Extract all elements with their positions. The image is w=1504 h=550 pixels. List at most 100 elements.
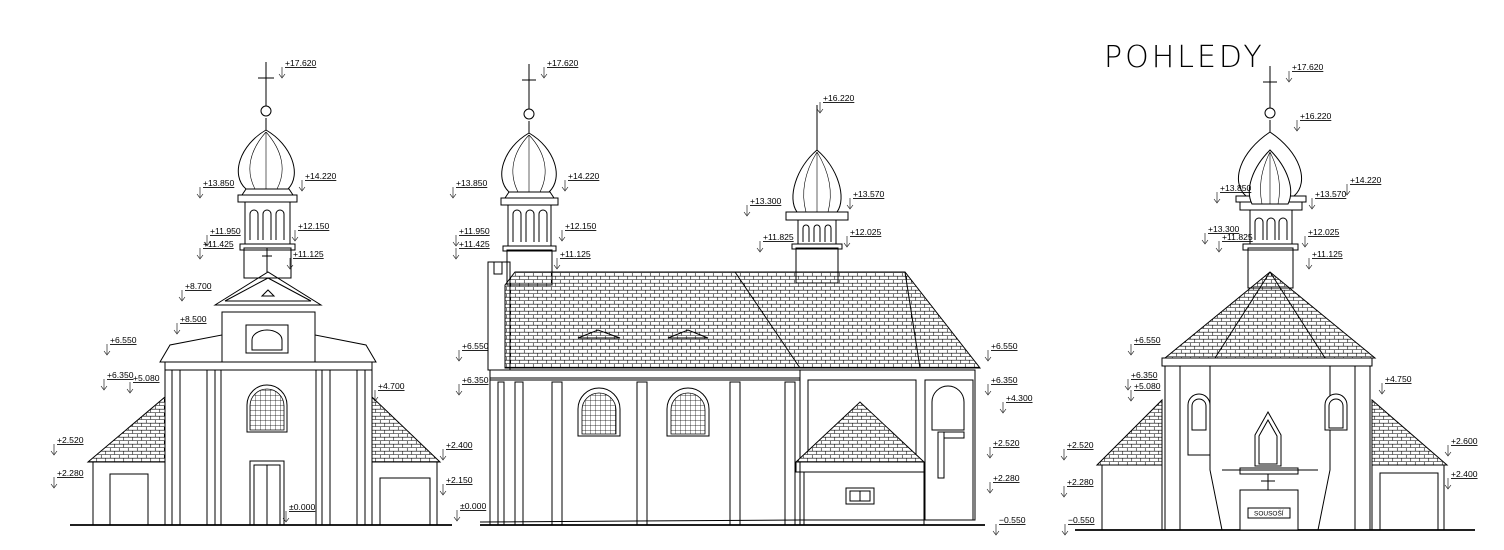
level-marker: +14.220	[1343, 175, 1382, 196]
level-marker: +6.550	[984, 341, 1018, 362]
level-label: +17.620	[285, 58, 317, 68]
level-marker: +6.550	[103, 335, 137, 356]
level-label: +4.700	[378, 381, 405, 391]
level-label: +6.350	[991, 375, 1018, 385]
level-label: ±0.000	[460, 501, 486, 511]
level-label: +12.025	[850, 227, 882, 237]
level-label: +12.150	[565, 221, 597, 231]
level-marker: +17.620	[540, 58, 579, 79]
level-marker: +13.850	[449, 178, 488, 199]
level-marker: +12.025	[843, 227, 882, 248]
level-marker: +13.570	[846, 189, 885, 210]
level-marker: +8.500	[173, 314, 207, 335]
level-marker: ±0.000	[453, 501, 486, 522]
level-marker: +2.520	[1060, 440, 1094, 461]
level-marker: +17.620	[278, 58, 317, 79]
level-marker: +16.220	[816, 93, 855, 114]
level-marker: +11.825	[756, 232, 794, 253]
front-elevation	[70, 62, 452, 526]
level-marker: +17.620	[1285, 62, 1324, 83]
level-marker: +2.280	[50, 468, 84, 489]
level-label: +14.220	[568, 171, 600, 181]
level-marker: +2.150	[439, 475, 473, 496]
level-marker: +12.025	[1301, 227, 1340, 248]
level-marker: +16.220	[1293, 111, 1332, 132]
level-marker: +13.570	[1308, 189, 1347, 210]
level-label: +13.850	[1220, 183, 1252, 193]
level-marker: +4.300	[999, 393, 1033, 414]
level-label: +6.350	[107, 370, 134, 380]
level-label: +8.500	[180, 314, 207, 324]
level-marker: +12.150	[291, 221, 330, 242]
level-marker: +11.125	[553, 249, 591, 270]
level-marker: +11.825	[1215, 232, 1253, 253]
level-marker: +2.280	[986, 473, 1020, 494]
level-label: +2.280	[993, 473, 1020, 483]
level-marker: +14.220	[298, 171, 337, 192]
level-marker: +4.750	[1378, 374, 1412, 395]
level-label: +11.950	[459, 226, 490, 236]
level-label: +11.125	[560, 249, 591, 259]
level-label: +8.700	[185, 281, 212, 291]
rear-elevation: SOUSOŠÍ	[1075, 66, 1475, 531]
level-marker: +13.850	[1213, 183, 1252, 204]
level-marker: +8.700	[178, 281, 212, 302]
level-marker: ±0.000	[282, 502, 315, 523]
level-label: +6.550	[110, 335, 137, 345]
level-label: +5.080	[133, 373, 160, 383]
level-label: +12.150	[298, 221, 330, 231]
level-label: +11.425	[203, 239, 234, 249]
rear-level-markers: +17.620 +16.220 +14.220 +13.850 +13.570 +13.3…	[1060, 62, 1478, 536]
sculpture-plaque-label: SOUSOŠÍ	[1254, 509, 1284, 518]
level-marker: +12.150	[558, 221, 597, 242]
level-marker: +6.350	[1124, 370, 1158, 391]
level-marker: +6.350	[984, 375, 1018, 396]
level-label: +13.850	[203, 178, 235, 188]
level-label: +11.825	[763, 232, 794, 242]
level-label: +14.220	[1350, 175, 1382, 185]
level-label: +16.220	[823, 93, 855, 103]
level-label: +14.220	[305, 171, 337, 181]
level-label: +11.825	[1222, 232, 1253, 242]
level-label: +12.025	[1308, 227, 1340, 237]
level-marker: +6.350	[455, 375, 489, 396]
level-marker: −0.550	[1061, 515, 1095, 536]
front-level-markers: +17.620 +14.220 +13.850 +12.150 +11.950 +11.4…	[50, 58, 473, 523]
level-label: ±0.000	[289, 502, 315, 512]
side-elevation	[479, 64, 985, 526]
level-marker: +2.600	[1444, 436, 1478, 457]
level-marker: +11.425	[196, 239, 234, 260]
level-label: +6.550	[462, 341, 489, 351]
level-label: +6.350	[462, 375, 489, 385]
level-marker: +2.400	[1444, 469, 1478, 490]
level-marker: +11.425	[452, 239, 490, 260]
side-level-markers: +17.620 +13.850 +14.220 +11.950 +11.425 +12.1…	[449, 58, 1033, 536]
level-marker: +11.125	[1305, 249, 1343, 270]
level-marker: +13.300	[743, 196, 782, 217]
level-marker: +2.280	[1060, 477, 1094, 498]
level-marker: +6.550	[455, 341, 489, 362]
level-marker: +2.520	[986, 438, 1020, 459]
level-label: +13.570	[1315, 189, 1347, 199]
level-label: +17.620	[547, 58, 579, 68]
level-label: +13.300	[1208, 224, 1240, 234]
level-label: +2.150	[446, 475, 473, 485]
level-label: +13.300	[750, 196, 782, 206]
level-label: +17.620	[1292, 62, 1324, 72]
level-marker: +4.700	[371, 381, 405, 402]
level-label: +11.425	[459, 239, 490, 249]
level-label: +11.125	[293, 249, 324, 259]
level-marker: +11.950	[452, 226, 490, 247]
level-label: +11.125	[1312, 249, 1343, 259]
level-marker: +13.850	[196, 178, 235, 199]
level-label: +11.950	[210, 226, 241, 236]
level-label: −0.550	[1068, 515, 1095, 525]
level-marker: +14.220	[561, 171, 600, 192]
level-label: +2.280	[1067, 477, 1094, 487]
level-marker: +6.550	[1127, 335, 1161, 356]
level-label: +2.400	[446, 440, 473, 450]
level-marker: +11.125	[286, 249, 324, 270]
level-marker: +13.300	[1201, 224, 1240, 245]
level-marker: +11.950	[203, 226, 241, 247]
